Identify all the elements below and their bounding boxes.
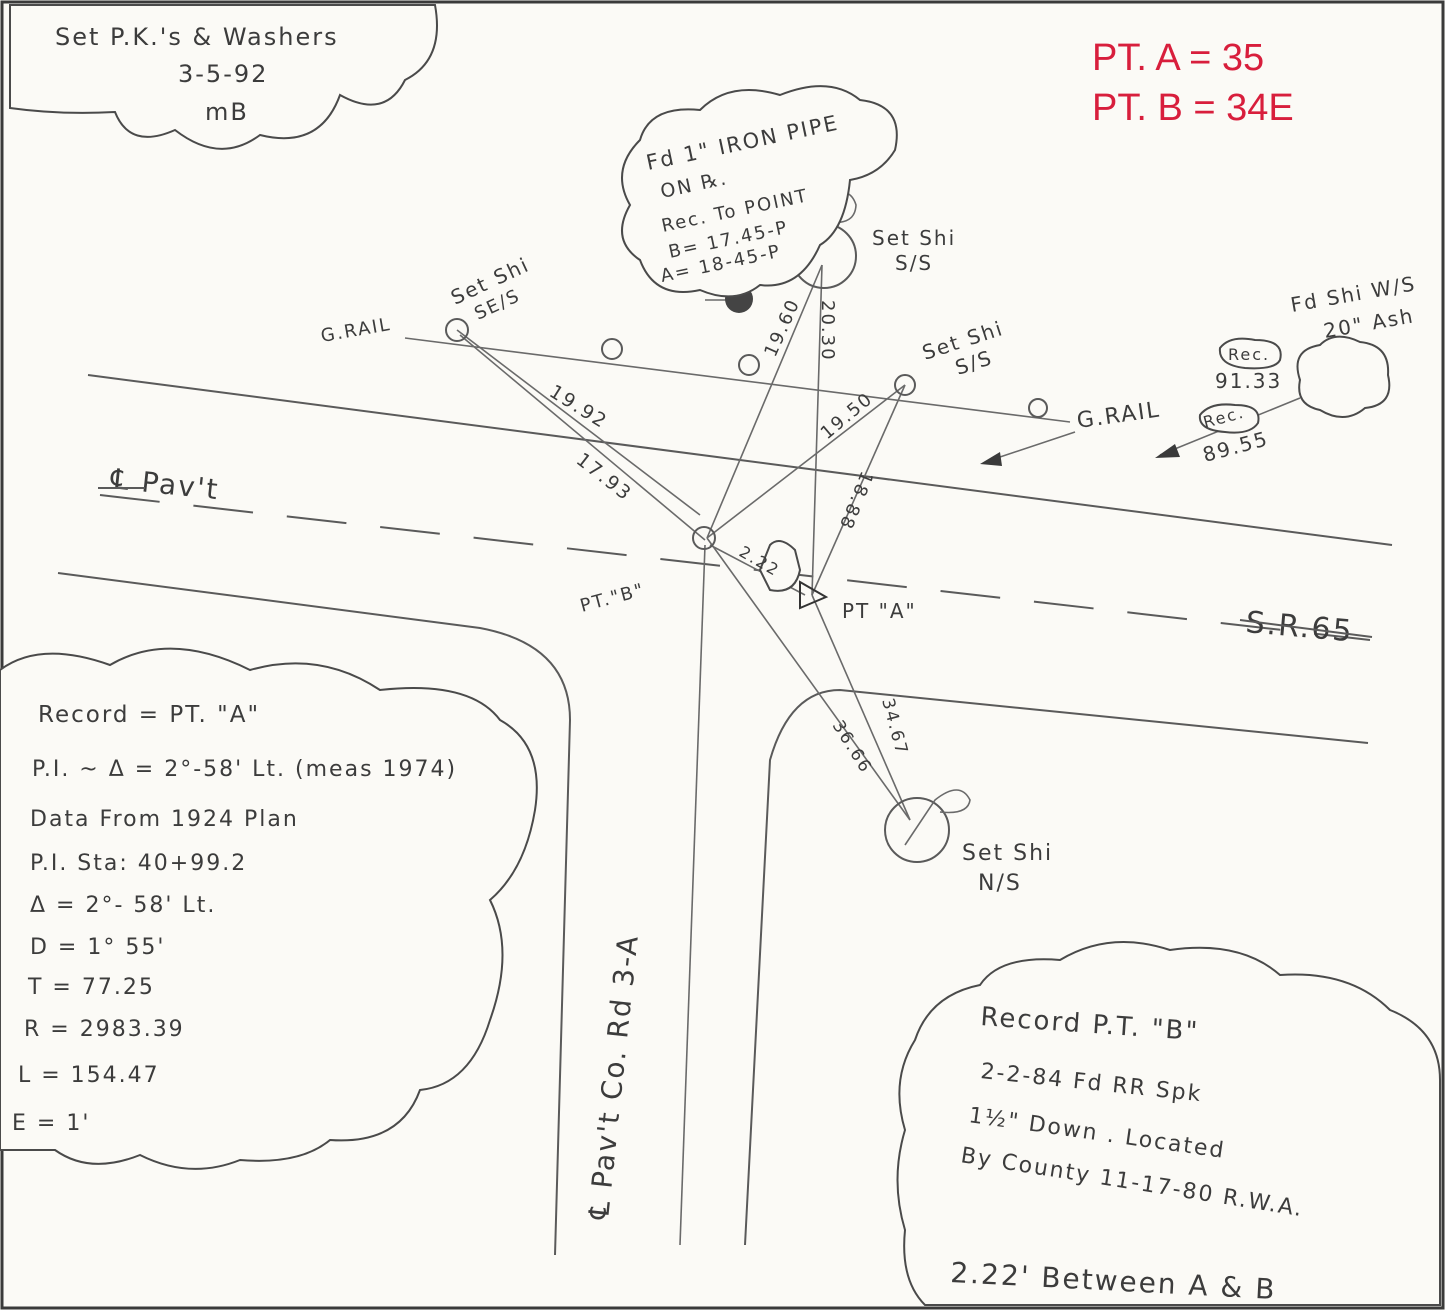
pt-a-label: PT "A" bbox=[842, 599, 917, 623]
rec-upper-value: 91.33 bbox=[1215, 369, 1282, 393]
corner-note-date: 3-5-92 bbox=[178, 60, 268, 88]
record-a-t: T = 77.25 bbox=[27, 975, 155, 1000]
record-a-sta: P.I. Sta: 40+99.2 bbox=[30, 851, 247, 876]
county-road-label: ℄ Pav't Co. Rd 3-A bbox=[582, 932, 645, 1221]
record-a-e: E = 1' bbox=[12, 1111, 90, 1136]
distance-label: 17.93 bbox=[572, 449, 636, 506]
distance-label: 19.92 bbox=[545, 381, 611, 434]
distance-label: 20.30 bbox=[817, 300, 838, 362]
corner-note-line1: Set P.K.'s & Washers bbox=[55, 23, 339, 51]
corner-note-cloud bbox=[9, 4, 438, 150]
tree-sym bbox=[904, 789, 971, 846]
grail-right-label: G.RAIL bbox=[1075, 397, 1162, 433]
distance-label: 19.60 bbox=[760, 295, 804, 360]
sr65-underline bbox=[1239, 619, 1373, 638]
record-a-l: L = 154.47 bbox=[18, 1063, 160, 1088]
record-b-cloud bbox=[896, 941, 1441, 1306]
point-marker bbox=[601, 338, 623, 360]
set-shi-ns-label: Set Shi bbox=[962, 841, 1053, 866]
dist-cloud bbox=[758, 540, 802, 592]
record-a-cloud bbox=[0, 647, 538, 1170]
point-se-shi bbox=[445, 318, 469, 342]
distance-label: 19.50 bbox=[817, 388, 878, 444]
centerline-pavt-label: ℄ Pav't bbox=[108, 462, 221, 506]
record-a-pi: P.I. ~ Δ = 2°-58' Lt. (meas 1974) bbox=[32, 757, 457, 782]
rec-upper-label: Rec. bbox=[1228, 345, 1270, 364]
point-a-key: PT. A = 35 bbox=[1092, 37, 1264, 79]
point-ss-shi bbox=[894, 374, 916, 396]
point-marker bbox=[738, 354, 760, 376]
rec-lower-cloud bbox=[1198, 403, 1260, 434]
point-b-key: PT. B = 34E bbox=[1092, 87, 1294, 129]
point-b bbox=[692, 526, 716, 550]
point-a bbox=[799, 580, 829, 610]
set-shi-ns-sub: N/S bbox=[978, 871, 1022, 896]
set-shi-ss-top-label: Set Shi bbox=[872, 226, 956, 250]
corner-note-initials: mB bbox=[205, 98, 249, 126]
ash-tree bbox=[1296, 335, 1391, 418]
record-a-delta: Δ = 2°- 58' Lt. bbox=[30, 893, 216, 918]
record-a-title: Record = PT. "A" bbox=[38, 702, 260, 728]
set-shi-ss-top-sub: S/S bbox=[895, 251, 933, 275]
grail-left-label: G.RAIL bbox=[319, 314, 393, 347]
record-a-data: Data From 1924 Plan bbox=[30, 807, 299, 832]
measurement-lines bbox=[456, 249, 1301, 821]
pt-b-label: PT."B" bbox=[578, 579, 648, 616]
tree-ns-shi bbox=[884, 797, 950, 863]
distance-label: 18.88 bbox=[834, 468, 877, 533]
record-a-r: R = 2983.39 bbox=[24, 1017, 185, 1042]
record-a-d: D = 1° 55' bbox=[30, 935, 165, 960]
rec-upper-cloud bbox=[1218, 337, 1282, 370]
iron-pipe-cloud bbox=[621, 85, 898, 298]
distance-label: 34.67 bbox=[877, 696, 912, 758]
point-marker bbox=[1028, 398, 1048, 418]
